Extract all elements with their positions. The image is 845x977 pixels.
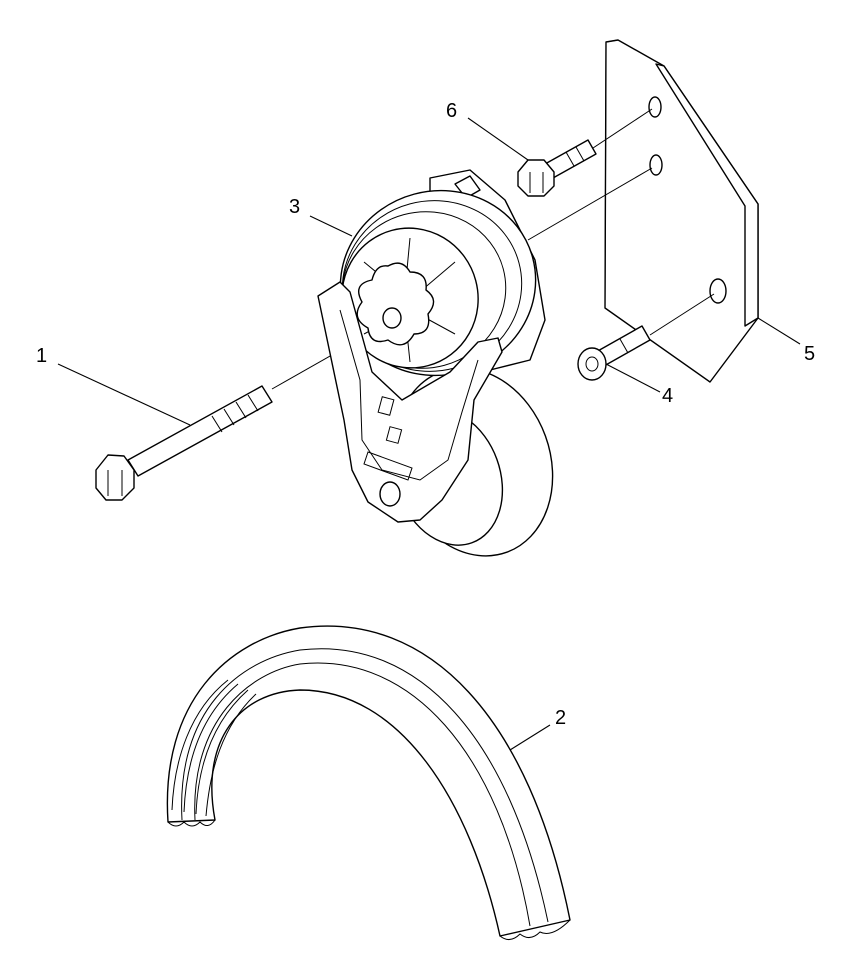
tensioner-assembly [317,169,554,557]
callout-3: 3 [289,196,300,218]
callout-6: 6 [446,100,457,122]
callout-5: 5 [804,343,815,365]
poly-v-belt [166,625,571,940]
flat-head-screw [577,325,651,381]
callout-labels: 1 2 3 4 5 6 [36,100,815,729]
mounting-plate [604,39,759,383]
callout-1: 1 [36,345,47,367]
callout-2: 2 [555,707,566,729]
leader-lines [57,117,801,751]
long-bolt [95,385,273,501]
callout-4: 4 [662,385,673,407]
short-bolt [517,139,597,197]
